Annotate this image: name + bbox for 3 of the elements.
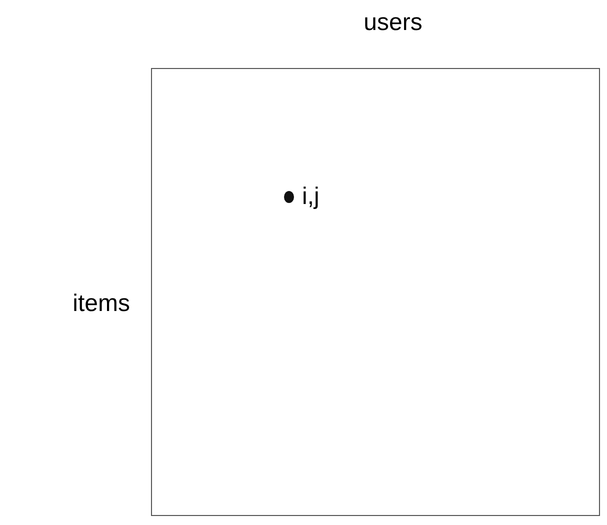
axis-label: users [362, 8, 424, 38]
axis-label: items [72, 289, 130, 319]
axis-label: i,j [302, 182, 320, 212]
